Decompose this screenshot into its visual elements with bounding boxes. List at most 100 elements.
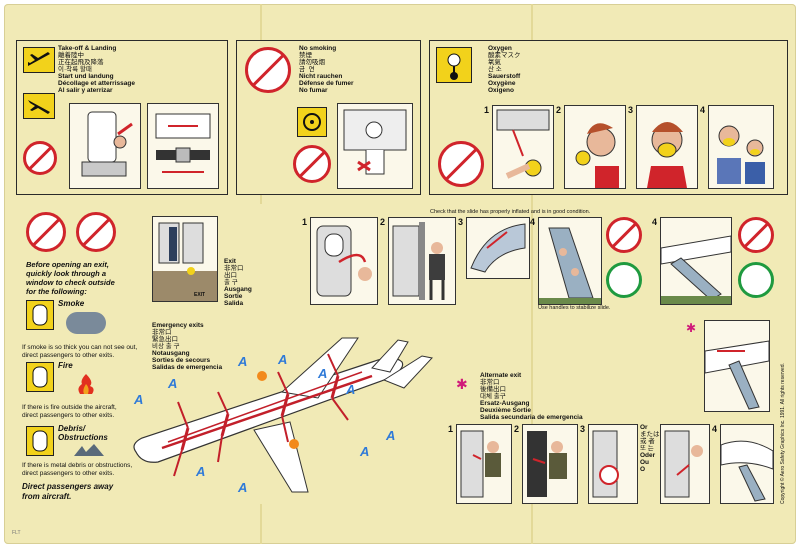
or-line: Oder [640,452,656,459]
exit-line: Ausgang [224,286,252,293]
oxygen-line: 산 소 [488,66,502,73]
exit-a-label: A [360,444,370,459]
exit-line: Exit [224,258,236,265]
nosmoking-line: Défense de fumer [299,80,354,87]
nosmoking-line: 금 연 [299,66,315,73]
remove-shoes-icon [738,262,774,298]
no-high-heels-icon [738,217,774,253]
step-number: 2 [514,424,520,434]
exit-intro: Before opening an exit, quickly look thr… [26,260,115,296]
alternate-exit-star-icon: ✱ [456,376,468,392]
exit-line: 出口 [224,272,237,279]
no-smoking-icon [26,212,66,252]
step-number: 1 [448,424,454,434]
smoke-cloud-icon [66,312,106,334]
exit-line: Salida [224,300,244,307]
step-number: 2 [380,217,386,227]
step-number: 2 [556,105,562,115]
window-smoke-icon [26,300,54,330]
nosmoking-line: No smoking [299,45,337,52]
takeoff-line: 離着陸中 [58,52,84,59]
exit-a-label: A [346,382,356,397]
alternate-line: Salida secundaria de emergencia [480,414,583,421]
exit-sign-label: EXIT [194,292,206,298]
oxygen-line: Oxygène [488,80,516,87]
fire-title: Fire [58,361,73,370]
direct-passengers: Direct passengers away from aircraft. [22,482,114,501]
slide-step-1-illustration [310,217,378,305]
alternate-step-4-illustration [720,424,774,504]
step-number: 4 [652,217,658,227]
oxygen-step-3-illustration [636,105,698,189]
alternate-step-2-illustration [522,424,578,504]
oxygen-panel: Oxygen 酸素マスク 氧氣 산 소 Sauerstoff Oxygène O… [429,40,788,195]
jump-correctly-icon [606,262,642,298]
alternate-step-3b-illustration [660,424,710,504]
exit-a-label: A [238,354,248,369]
emergency-line: 비상 출 구 [152,343,180,350]
oxygen-step-1-illustration [492,105,554,189]
alternate-exit-wing-illustration [704,320,770,412]
debris-title: Debris/ Obstructions [58,424,108,442]
exits-panel: Before opening an exit, quickly look thr… [16,204,446,504]
takeoff-line: Al salir y aterrizar [58,87,113,94]
exit-a-label: A [278,352,288,367]
emergency-line: Emergency exits [152,322,204,329]
oxygen-line: 氧氣 [488,59,501,66]
no-smoking-icon [245,47,291,93]
window-debris-icon [26,426,54,456]
alternate-line: 대체 출구 [480,393,506,400]
exit-a-label: A [168,376,178,391]
takeoff-line: 正在起飛及降落 [58,59,104,66]
takeoff-line: 이·착륙 할때 [58,66,92,73]
fire-text: If there is fire outside the aircraft, d… [22,404,117,419]
step-number: 1 [484,105,490,115]
aircraft-exit-diagram [122,332,452,507]
alternate-step-1-illustration [456,424,512,504]
debris-icon [72,442,106,463]
nosmoking-line: 禁煙 [299,52,312,59]
window-fire-icon [26,362,54,392]
or-line: または [640,431,660,438]
alternate-line: Deuxième Sortie [480,407,531,414]
oxygen-line: Oxygen [488,45,512,52]
takeoff-landing-panel: Take-off & Landing 離着陸中 正在起飛及降落 이·착륙 할때 … [16,40,228,195]
smoke-title: Smoke [58,299,85,308]
nosmoking-line: No fumar [299,87,328,94]
exit-a-label: A [134,392,144,407]
alternate-exit-star-icon: ✱ [686,321,697,335]
copyright-text: Copyright © Aero Safety Graphics Inc. 19… [780,363,786,504]
fire-icon [74,372,98,401]
exit-line: 출 구 [224,279,238,286]
no-smoking-icon [23,141,57,175]
alternate-line: Ersatz-Ausgang [480,400,530,407]
tray-table-seatbelt-illustration [147,103,219,189]
exit-line: Sortie [224,293,243,300]
emergency-line: 緊急出口 [152,336,178,343]
nosmoking-line: Nicht rauchen [299,73,343,80]
slide-check-text: Check that the slide has properly inflat… [430,209,591,215]
step-number: 4 [530,217,536,227]
step-number: 4 [712,424,718,434]
no-jumping-icon [606,217,642,253]
emergency-line: 非常口 [152,329,172,336]
step-number: 3 [580,424,586,434]
slide-step-4-illustration [538,217,602,305]
no-smoking-panel: No smoking 禁煙 請勿吸烟 금 연 Nicht rauchen Déf… [236,40,421,195]
or-line: Or [640,424,648,431]
alternate-line: 非常口 [480,379,500,386]
exit-a-label: A [238,480,248,495]
emergency-line: Salidas de emergencia [152,364,223,371]
slide-step-2-illustration [388,217,456,305]
nosmoking-line: 請勿吸烟 [299,59,325,66]
no-smoking-icon [438,141,484,187]
no-baggage-icon [76,212,116,252]
alternate-line: Alternate exit [480,372,522,379]
exit-a-label: A [386,428,396,443]
takeoff-line: Start und landung [58,73,114,80]
alternate-step-3-illustration [588,424,638,504]
seatback-upright-illustration [69,103,141,189]
landing-icon [23,93,55,119]
oxygen-step-4-illustration [708,105,774,189]
oxygen-mask-icon [436,47,472,83]
